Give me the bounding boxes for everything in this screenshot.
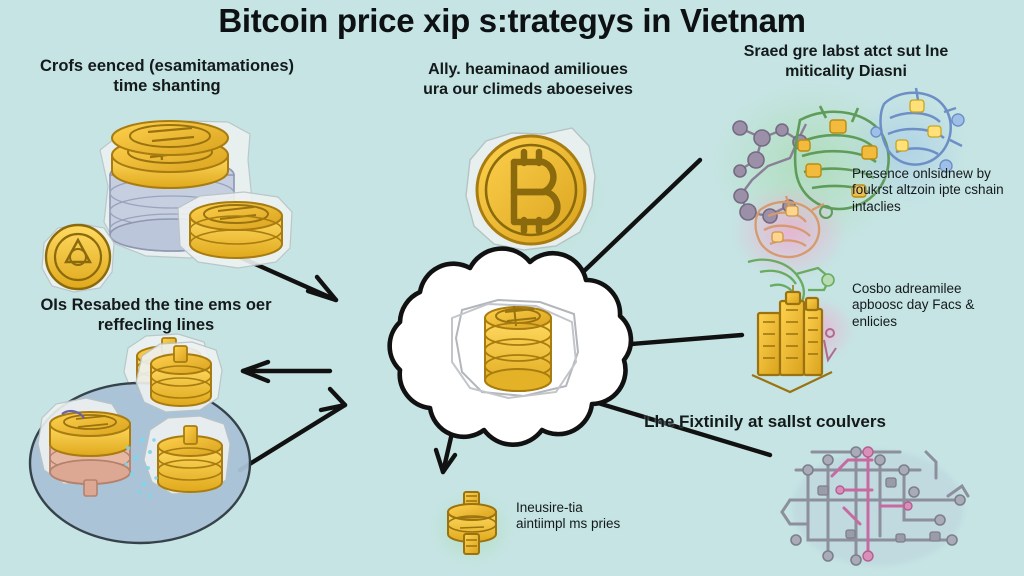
- bitcoin-coin-icon: [463, 127, 603, 256]
- gold-building-icon: [751, 285, 854, 394]
- label-bottom-right-line1: Lhe Fixtinily at sallst coulvers: [644, 412, 886, 431]
- small-coin-stack-icon: [432, 491, 512, 564]
- label-bottom-mid-line1: Ineusire-tia: [516, 500, 583, 515]
- label-top-mid-line1: Ally. heaminaod amilioues: [428, 61, 628, 78]
- center-cloud-node[interactable]: [387, 246, 634, 447]
- label-mid-right-presence-line3: intaclies: [852, 198, 901, 214]
- label-top-right: Sraed gre labst atct sut lne miticality …: [690, 42, 1002, 81]
- label-top-right-line2: miticality Diasni: [785, 62, 907, 80]
- label-mid-right-presence-line1: Presence onlsidnew by: [852, 166, 991, 181]
- label-bottom-right: Lhe Fixtinily at sallst coulvers: [600, 412, 930, 433]
- label-mid-right-cosbo-line3: enlicies: [852, 313, 898, 329]
- label-mid-right-presence-line2: foukrst altzoin ipte cshain: [852, 182, 1004, 198]
- label-bottom-mid-line2: aintiimpl ms pries: [516, 516, 621, 532]
- label-top-left-line1: Crofs eenced (esamitamationes): [39, 57, 294, 75]
- label-top-mid-line2: ura our climeds aboeseives: [423, 80, 633, 98]
- label-mid-left-line1: OIs Resabed the tine ems oer: [40, 296, 272, 314]
- page-title: Bitcoin price xip s:trategys in Vietnam: [218, 2, 806, 39]
- label-mid-left: OIs Resabed the tine ems oer reffecling …: [8, 295, 304, 335]
- circuit-diagram-icon: [780, 446, 970, 566]
- label-bottom-mid: Ineusire-tia aintiimpl ms pries: [516, 500, 691, 533]
- label-top-right-line1: Sraed gre labst atct sut lne: [743, 43, 949, 60]
- coin-stack-cluster-icon: [41, 120, 293, 293]
- label-top-left: Crofs eenced (esamitamationes) time shan…: [8, 56, 326, 96]
- label-mid-right-cosbo: Cosbo adreamilee apboosc day Facs & enli…: [852, 281, 1024, 330]
- label-mid-right-cosbo-line1: Cosbo adreamilee: [852, 281, 962, 296]
- label-top-left-line2: time shanting: [113, 77, 221, 96]
- label-mid-right-presence: Presence onlsidnew by foukrst altzoin ip…: [852, 166, 1024, 215]
- molecule-network-icon: [715, 85, 965, 312]
- label-mid-left-line2: reffecling lines: [97, 316, 215, 335]
- coin-group-oval-icon: [28, 341, 252, 545]
- label-mid-right-cosbo-line2: apboosc day Facs &: [852, 297, 975, 313]
- label-top-mid: Ally. heaminaod amilioues ura our climed…: [378, 60, 678, 99]
